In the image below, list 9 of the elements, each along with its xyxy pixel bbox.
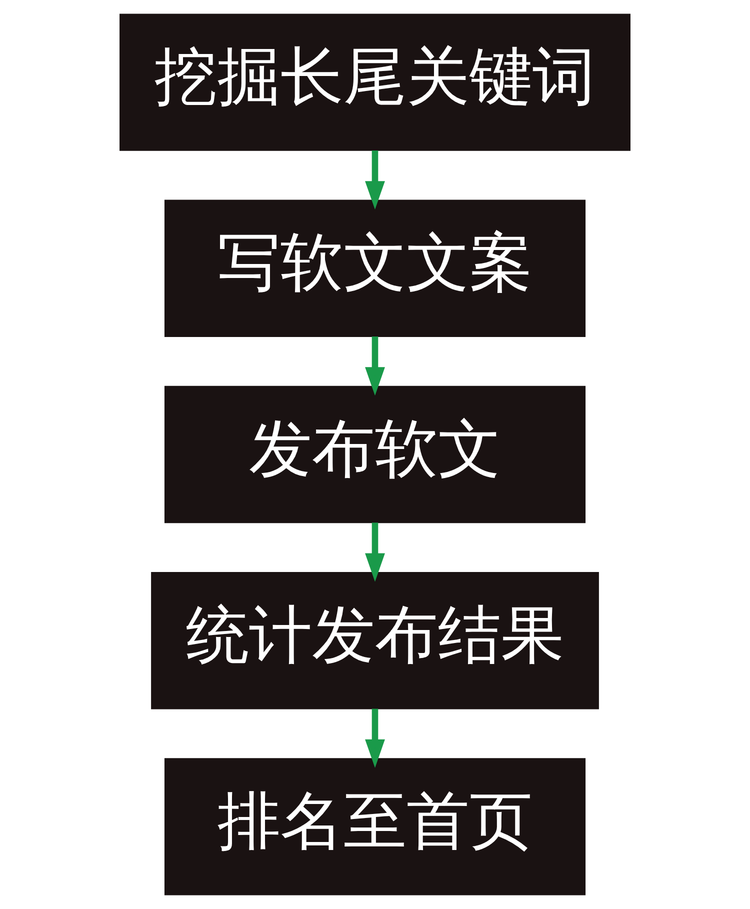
node-box: 统计发布结果 [151,572,599,710]
arrow [365,336,385,396]
arrow [365,150,385,210]
node-box: 写软文文案 [164,200,586,337]
node-box: 发布软文 [164,386,586,524]
node-box: 排名至首页 [164,758,586,896]
node-box: 挖掘长尾关键词 [120,14,630,151]
arrow [365,522,385,582]
arrow [365,708,385,768]
